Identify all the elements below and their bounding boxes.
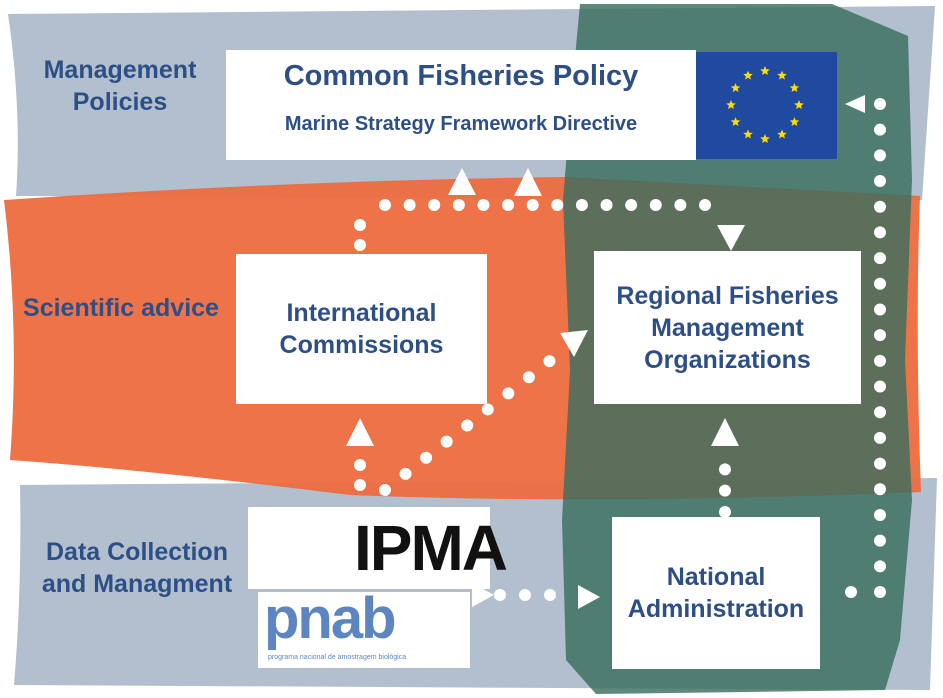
eu-star-icon (777, 70, 787, 80)
connector-dot (674, 199, 687, 211)
connector-dot (719, 484, 731, 497)
connector-dot (354, 459, 366, 471)
dotted-arrow-national-to-rfmo (719, 463, 731, 518)
connector-dot (551, 199, 564, 211)
dotted-arrow-ipma-national (494, 589, 556, 601)
connector-dot (649, 199, 662, 211)
connector-dot (440, 435, 453, 448)
arrowhead-icon (717, 225, 745, 251)
connector-dot (399, 467, 412, 480)
connector-dot (600, 199, 613, 211)
dotted-connectors (354, 98, 886, 601)
connector-dot (874, 226, 886, 239)
connector-dot (428, 199, 441, 211)
connector-dot (874, 277, 886, 290)
arrowhead-icon (560, 330, 588, 357)
connector-dot (874, 303, 886, 316)
connector-dot (575, 199, 588, 211)
data-collection-label: Data Collection and Managment (41, 538, 233, 598)
eu-star-icon (760, 66, 770, 75)
connector-dot (874, 534, 886, 547)
connector-dot (379, 199, 391, 211)
dotted-arrow-top-loop (354, 199, 711, 251)
ipma-logo-text: IPMA (354, 512, 508, 584)
connector-dot (522, 371, 535, 384)
connector-dot (481, 403, 494, 416)
dotted-arrow-diagonal (379, 355, 556, 496)
connector-dot (625, 199, 638, 211)
connector-dot (379, 484, 391, 496)
connector-dot (874, 457, 886, 470)
connector-dot (543, 355, 556, 368)
arrowhead-icon (514, 168, 542, 196)
connector-dot (452, 199, 465, 211)
connector-dot (874, 380, 886, 393)
eu-star-icon (730, 117, 741, 126)
connector-dot (354, 219, 366, 231)
connector-dot (874, 406, 886, 419)
eu-star-icon (743, 70, 753, 80)
connector-dot (526, 199, 539, 211)
connector-dot (403, 199, 416, 211)
eu-star-icon (789, 83, 800, 92)
connector-dot (719, 506, 731, 518)
connector-dot (874, 586, 886, 598)
arrowhead-icon (845, 95, 865, 113)
connector-dot (544, 589, 556, 601)
scientific-advice-label: Scientific advice (23, 294, 219, 322)
connector-dot (519, 589, 531, 601)
regional-fisheries-box: Regional Fisheries Management Organizati… (594, 251, 861, 404)
eu-star-icon (789, 117, 800, 126)
connector-dot (354, 239, 366, 251)
pnab-logo-text: pnab (264, 586, 397, 651)
connector-dot (845, 586, 857, 598)
arrowhead-icon (346, 418, 374, 446)
eu-star-icon (726, 100, 736, 109)
dotted-arrow-national-to-cfp (845, 98, 886, 598)
arrowhead-icon (578, 585, 600, 609)
eu-flag-icon (694, 52, 837, 159)
international-commissions-box: International Commissions (236, 254, 487, 404)
connector-dot (461, 419, 474, 432)
arrowhead-icon (448, 168, 476, 195)
arrowhead-icon (472, 583, 494, 607)
eu-star-icon (760, 134, 770, 143)
ipma-logo: IPMA (248, 507, 508, 589)
common-fisheries-policy-box: Common Fisheries Policy Marine Strategy … (226, 50, 696, 160)
eu-star-icon (743, 129, 753, 139)
connector-dot (874, 483, 886, 496)
connector-dot (874, 560, 886, 573)
eu-star-icon (794, 100, 804, 109)
connector-dot (874, 123, 886, 136)
connector-dot (874, 200, 886, 213)
national-administration-box: National Administration (612, 517, 820, 669)
eu-star-icon (777, 129, 787, 139)
connector-dot (874, 149, 886, 162)
policy-title: Common Fisheries Policy (283, 60, 639, 92)
connector-dot (502, 199, 515, 211)
connector-dot (354, 479, 366, 491)
management-policies-label: Management Policies (43, 56, 197, 116)
pnab-logo: pnab programa nacional de amostragem bio… (258, 588, 470, 668)
connector-dot (494, 589, 506, 601)
arrowheads (346, 95, 865, 609)
eu-star-icon (730, 83, 741, 92)
connector-dot (420, 451, 433, 464)
policy-subtitle: Marine Strategy Framework Directive (284, 113, 638, 135)
connector-dot (477, 199, 490, 211)
connector-dot (874, 329, 886, 342)
connector-dot (874, 508, 886, 521)
connector-dot (874, 354, 886, 367)
dotted-arrow-data-to-international (354, 459, 366, 491)
pnab-caption: programa nacional de amostragem biológic… (268, 654, 407, 661)
connector-dot (874, 175, 886, 188)
arrowhead-icon (711, 418, 739, 446)
connector-dot (502, 387, 515, 400)
connector-dot (874, 252, 886, 265)
connector-dot (874, 431, 886, 444)
connector-dot (719, 463, 731, 476)
connector-dot (874, 98, 886, 110)
connector-dot (699, 199, 711, 211)
